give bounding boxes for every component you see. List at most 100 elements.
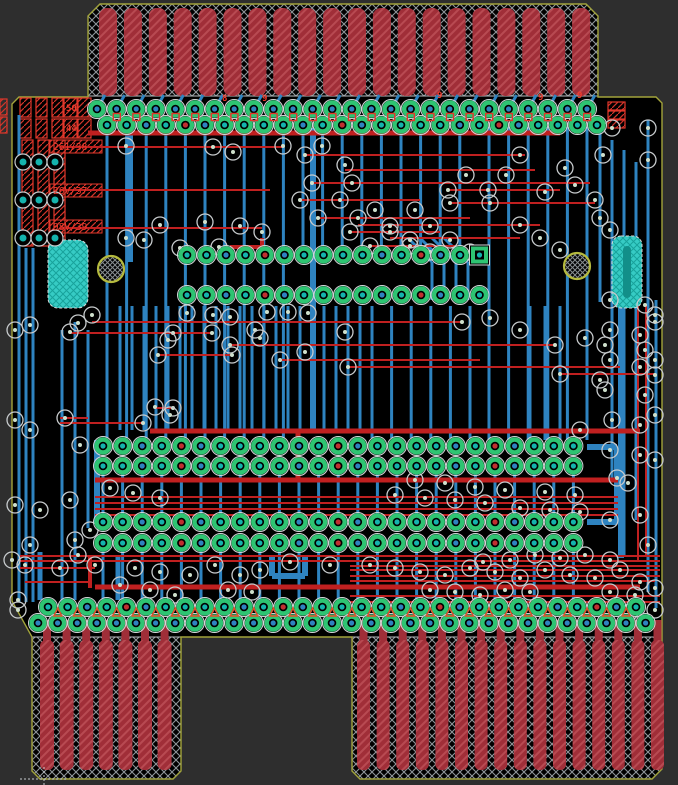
pad-ring (295, 286, 313, 304)
pad-ring (309, 457, 328, 475)
pad-ring (127, 100, 145, 118)
via-hole (188, 573, 192, 577)
pin1-triangle-marker (52, 606, 63, 617)
pad-hole (417, 604, 423, 610)
via-hole (448, 238, 452, 242)
via (21, 536, 39, 554)
pad-ring (186, 100, 204, 118)
pad-hole (570, 540, 577, 546)
via-hole (453, 590, 457, 594)
via-hole (356, 216, 360, 220)
pad-hole (355, 519, 361, 525)
via-hole (393, 566, 397, 570)
via-hole (13, 328, 17, 332)
pad-hole (613, 604, 620, 610)
finger-stem (633, 620, 642, 642)
pad-hole (525, 106, 531, 112)
pad-ring (231, 437, 249, 455)
pad-hole (427, 620, 433, 626)
pad-ring (486, 437, 504, 455)
pad-outline (282, 613, 303, 633)
pad-ring (329, 513, 347, 531)
via (631, 506, 649, 524)
pad-outline (269, 456, 290, 476)
pad-outline (132, 456, 153, 476)
pad-outline (273, 597, 294, 617)
via (343, 174, 361, 192)
pad-ring (490, 116, 508, 134)
via (296, 343, 314, 361)
via-hole (320, 144, 324, 148)
via-hole (646, 158, 650, 162)
pad-hole (492, 463, 498, 469)
pad-ring (274, 116, 293, 134)
pad-hole (570, 443, 577, 449)
layer-holes (96, 251, 592, 284)
pin1-triangle-marker (72, 606, 83, 617)
pad-hole (515, 604, 522, 610)
pad-hole (316, 519, 322, 525)
via (601, 291, 619, 309)
pad-outline (191, 456, 211, 476)
pad-hole (329, 106, 335, 112)
via (601, 351, 619, 369)
pin1-triangle-marker (307, 606, 318, 617)
pad-hole (19, 158, 27, 166)
via-hole (583, 336, 587, 340)
pad-ring (372, 116, 391, 134)
pad-ring (549, 116, 567, 134)
pad-hole (296, 443, 302, 449)
pad-hole (198, 443, 204, 449)
via-hole (316, 216, 320, 220)
via (441, 231, 459, 249)
pad-outline (249, 456, 270, 476)
pad-outline (524, 512, 545, 532)
pad-outline (537, 613, 558, 633)
finger-stem (437, 620, 446, 642)
pad-hole (437, 604, 443, 610)
pad-ring (245, 100, 263, 118)
finger-stem (121, 620, 130, 642)
layer-pin-markers (52, 112, 632, 617)
pad-outline (586, 597, 607, 617)
pad-hole (506, 106, 512, 112)
pad-outline (367, 533, 388, 553)
pad-hole (594, 604, 600, 610)
pad-ring (329, 534, 347, 552)
pad-hole (374, 519, 380, 525)
pad-ring (197, 286, 216, 304)
layer-pads (14, 99, 656, 633)
pad-hole (198, 540, 204, 546)
pad-hole (300, 604, 306, 610)
pad-ring (235, 116, 253, 134)
pad-ring (548, 598, 567, 616)
finger-stem (496, 620, 505, 642)
via-hole (141, 421, 145, 425)
via-hole (610, 418, 614, 422)
pad-ring (94, 457, 112, 475)
via (124, 484, 142, 502)
via-hole (158, 570, 162, 574)
pad-ring (153, 513, 171, 531)
pad-ring (176, 598, 194, 616)
via (646, 451, 664, 469)
pad-hole (433, 463, 439, 469)
via (511, 569, 529, 587)
via (166, 586, 184, 604)
pad-hole (51, 234, 59, 242)
pad-hole (310, 106, 316, 112)
via (646, 579, 664, 597)
via-hole (28, 543, 32, 547)
pad-hole (574, 604, 580, 610)
pad-outline (132, 436, 153, 456)
pad-ring (94, 437, 112, 455)
pad-outline (567, 597, 588, 617)
pad-hole (466, 106, 472, 112)
pad-outline (185, 99, 205, 119)
pad-hole (251, 106, 257, 112)
pad-hole (172, 106, 178, 112)
pad-hole (368, 620, 374, 626)
via-hole (504, 173, 508, 177)
pad-hole (35, 620, 41, 626)
